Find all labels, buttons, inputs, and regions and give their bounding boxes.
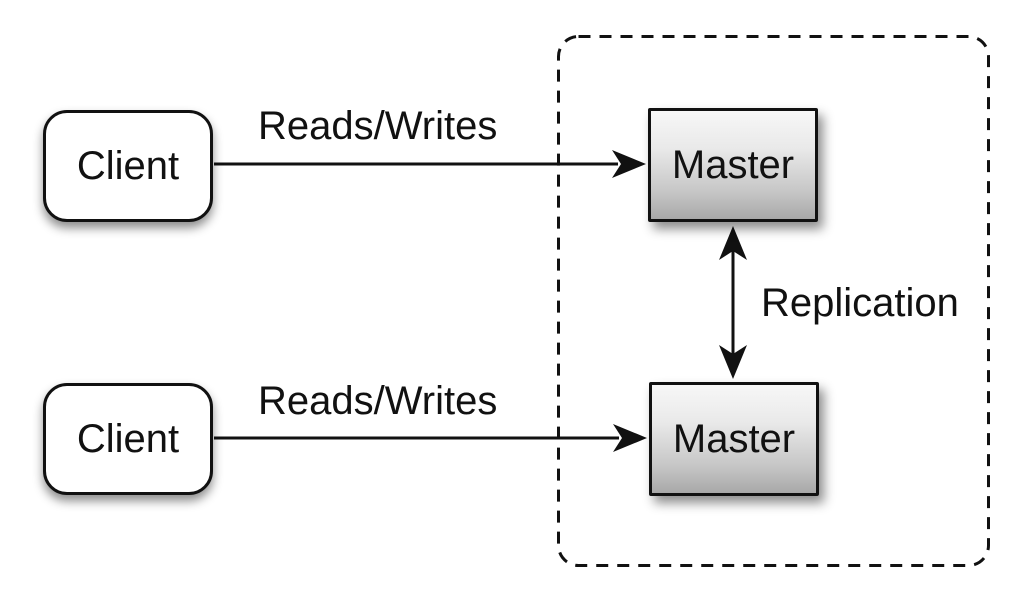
- master-node-bottom: Master: [649, 382, 819, 496]
- client-node-bottom: Client: [43, 383, 213, 495]
- arrowhead-right-icon: [613, 424, 647, 452]
- replication-cluster-border: [557, 35, 990, 567]
- reads-writes-label-bottom: Reads/Writes: [258, 379, 498, 423]
- arrowhead-down-icon: [719, 345, 747, 379]
- arrowhead-up-icon: [719, 226, 747, 260]
- client-node-top-label: Client: [76, 144, 180, 188]
- master-node-top: Master: [648, 108, 818, 222]
- replication-label: Replication: [761, 281, 959, 325]
- replication-arrow: [719, 226, 747, 379]
- client-node-bottom-label: Client: [76, 417, 180, 461]
- client-node-top: Client: [43, 110, 213, 222]
- master-node-bottom-label: Master: [672, 417, 796, 461]
- arrowhead-right-icon: [612, 150, 646, 178]
- reads-writes-arrow-top: [214, 150, 646, 178]
- master-node-top-label: Master: [671, 143, 795, 187]
- reads-writes-arrow-bottom: [214, 424, 647, 452]
- reads-writes-label-top: Reads/Writes: [258, 104, 498, 148]
